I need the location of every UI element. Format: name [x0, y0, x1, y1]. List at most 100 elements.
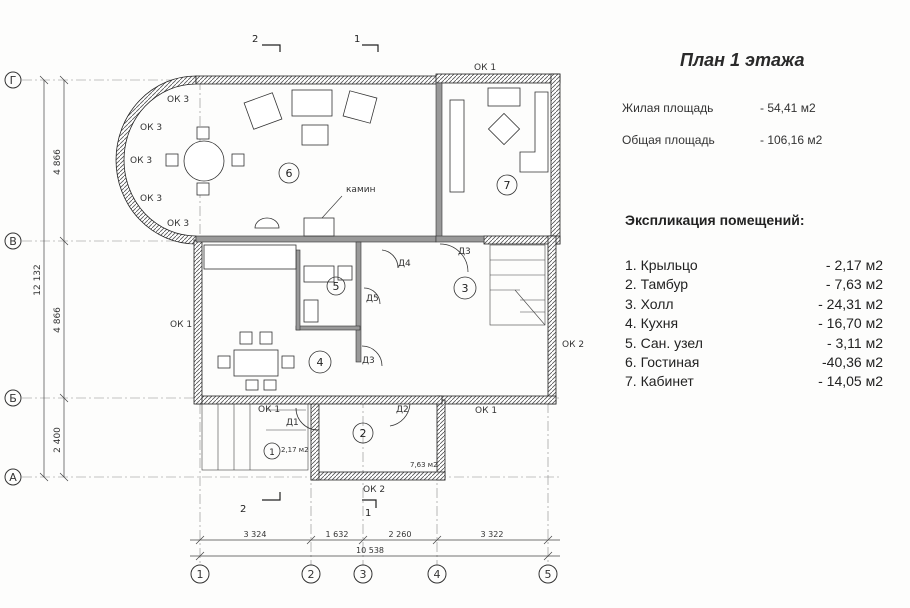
- room-name: 7. Кабинет: [625, 373, 694, 390]
- kitchen-furniture: [203, 244, 297, 391]
- grid-lines: [22, 79, 560, 565]
- dining-table: [183, 140, 225, 182]
- room-number-5: 5: [333, 280, 340, 293]
- cabinet-furniture: [449, 87, 549, 193]
- room-number-3: 3: [462, 282, 469, 295]
- coffee-table: [301, 124, 329, 146]
- door-label-d1: Д1: [286, 418, 299, 428]
- dim-bottom-1: 3 324: [244, 530, 267, 539]
- door-label-d5: Д5: [366, 294, 379, 304]
- chair: [165, 153, 179, 167]
- room-name: 1. Крыльцо: [625, 257, 698, 273]
- room-name: 4. Кухня: [625, 315, 679, 332]
- fireplace: [303, 217, 335, 237]
- door-d1: [295, 407, 319, 431]
- doors: [295, 243, 469, 431]
- axis-label-5: 5: [545, 568, 552, 581]
- axis-bubble-v: [4, 232, 22, 250]
- door-label-d2: Д2: [396, 405, 409, 415]
- window-label-ok3-4: ОК 3: [140, 194, 162, 204]
- room-name: 5. Сан. узел: [625, 334, 703, 351]
- fireplace-label: камин: [346, 185, 376, 195]
- door-d2: [389, 403, 411, 427]
- axis-label-1: 1: [197, 568, 204, 581]
- bottom-dimensions: [190, 535, 560, 561]
- list-item: 5. Сан. узел - 3,11 м2: [625, 335, 885, 354]
- door-d5: [363, 287, 381, 305]
- porch-steps: [201, 403, 309, 471]
- room-name: 3. Холл: [625, 295, 674, 312]
- exterior-walls: [115, 73, 561, 481]
- kitchen-table: [233, 349, 279, 377]
- door-label-d3b: Д3: [458, 247, 471, 257]
- room-number-7: 7: [504, 179, 511, 192]
- room-area: - 7,63 м2: [825, 276, 883, 293]
- axis-label-b: Б: [9, 392, 17, 405]
- room-area: - 2,17 м2: [825, 257, 883, 273]
- dim-left-total: 12 132: [33, 264, 43, 296]
- chair: [231, 153, 245, 167]
- list-item: 2. Тамбур - 7,63 м2: [625, 276, 885, 295]
- door-d3b: [439, 243, 469, 273]
- fireplace-arc: [254, 217, 280, 229]
- list-item: 7. Кабинет - 14,05 м2: [625, 373, 885, 392]
- door-d4: [381, 249, 399, 269]
- axis-label-4: 4: [434, 568, 441, 581]
- bathroom-fixtures: [303, 265, 353, 323]
- room-area: - 16,70 м2: [818, 315, 883, 332]
- window-label-ok1-hall: ОК 1: [475, 406, 497, 416]
- axis-number-bubbles: [190, 564, 558, 584]
- explication-title: Экспликация помещений:: [625, 212, 805, 228]
- window-label-ok1-top: ОК 1: [474, 63, 496, 73]
- room-number-bubbles: [263, 162, 518, 460]
- area-value: - 106,16 м2: [760, 133, 823, 147]
- dim-bottom-total: 10 538: [356, 546, 384, 555]
- axis-label-a: А: [9, 471, 17, 484]
- area-label: Жилая площадь: [622, 101, 714, 115]
- room-name: 2. Тамбур: [625, 276, 689, 293]
- list-item: 1. Крыльцо - 2,17 м2: [625, 257, 885, 276]
- list-item: 6. Гостиная -40,36 м2: [625, 354, 885, 373]
- section-mark-label-bottom-2: 2: [240, 504, 246, 515]
- list-item: 3. Холл- 24,31 м2: [625, 296, 885, 315]
- section-mark-label-bottom-1: 1: [365, 508, 371, 519]
- section-mark-label-top-1: 1: [354, 34, 360, 45]
- axis-label-v: В: [9, 235, 17, 248]
- armchair: [243, 92, 283, 130]
- room-area: - 3,11 м2: [826, 334, 883, 351]
- living-furniture: [165, 89, 378, 237]
- axis-label-2: 2: [308, 568, 315, 581]
- dim-left-1: 4 866: [53, 149, 63, 175]
- chair: [196, 126, 210, 140]
- room-area: - 14,05 м2: [818, 373, 883, 390]
- chair: [196, 182, 210, 196]
- dim-bottom-3: 2 260: [389, 530, 412, 539]
- staircase: [489, 244, 546, 326]
- axis-bubble-g: [4, 71, 22, 89]
- axis-bubble-b: [4, 389, 22, 407]
- room-number-4: 4: [317, 356, 324, 369]
- left-dimensions: [39, 75, 69, 482]
- room-number-6: 6: [286, 167, 293, 180]
- section-marks: [262, 44, 379, 508]
- window-label-ok2-right: ОК 2: [562, 340, 584, 350]
- dim-left-2: 4 866: [53, 307, 63, 333]
- plan-title: План 1 этажа: [680, 50, 805, 70]
- window-label-ok2-bottom: ОК 2: [363, 485, 385, 495]
- armchair: [342, 90, 378, 124]
- sofa: [291, 89, 333, 117]
- interior-walls: [195, 82, 485, 363]
- dim-bottom-2: 1 632: [326, 530, 349, 539]
- room-number-2: 2: [360, 427, 367, 440]
- section-mark-label-top-2: 2: [252, 34, 258, 45]
- room-name: 6. Гостиная: [625, 353, 700, 370]
- window-label-ok1-left: ОК 1: [170, 320, 192, 330]
- explication-list: 1. Крыльцо - 2,17 м2 2. Тамбур - 7,63 м2 3…: [625, 257, 885, 393]
- door-label-d4: Д4: [398, 259, 411, 269]
- room-area: -40,36 м2: [822, 353, 883, 370]
- room-number-1: 1: [269, 448, 275, 458]
- area-vestibule: 7,63 м2: [410, 461, 438, 469]
- door-label-d3: Д3: [362, 356, 375, 366]
- area-row-living: Жилая площадь - 54,41 м2: [622, 101, 816, 115]
